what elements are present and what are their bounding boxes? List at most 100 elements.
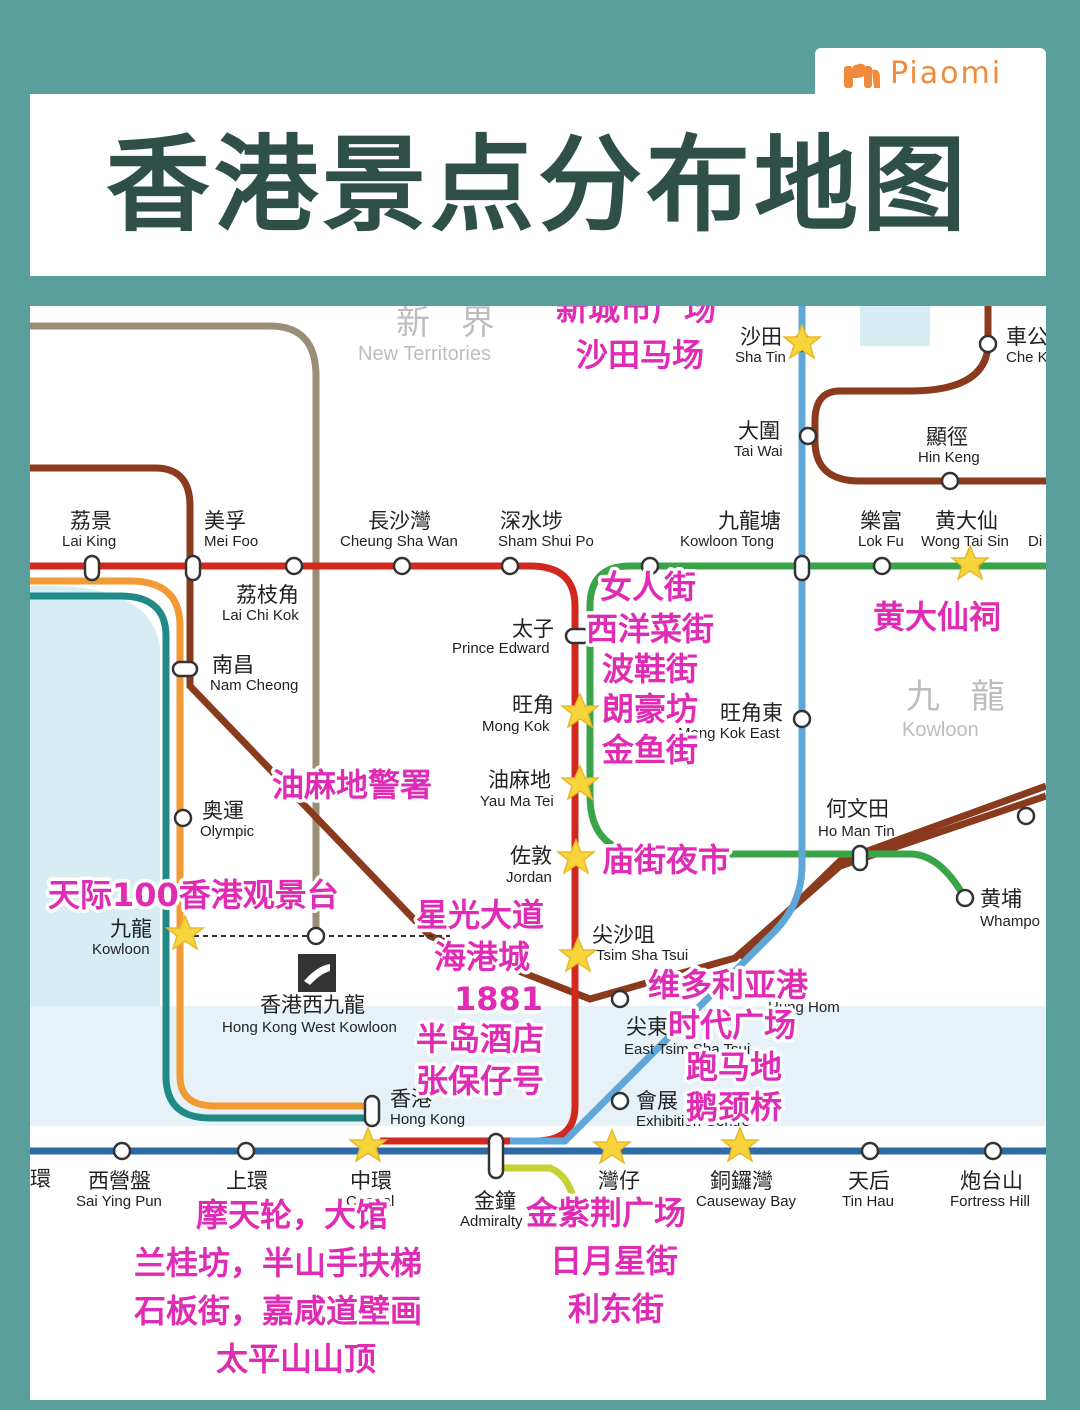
station-label-east-tst-en: East Tsim Sha Tsui [624,1041,750,1058]
attraction-wong-tai-sin-temple: 黄大仙祠 [873,598,1001,636]
station-label-lai-king-cn: 荔景 [70,509,112,533]
attraction-central-line2: 兰桂坊，半山手扶梯 [134,1244,422,1282]
star-icon-wong-tai-sin[interactable] [949,544,991,581]
station-label-admiralty-en: Admiralty [460,1213,523,1230]
line-south-island [500,1164,579,1207]
station-dot-mong-kok-east[interactable] [792,709,812,729]
station-label-tsim-sha-tsui-en: Tsim Sha Tsui [596,947,688,964]
station-label-sham-shui-po-en: Sham Shui Po [498,533,594,550]
station-label-prince-edward-cn: 太子 [512,617,554,641]
attraction-sai-yeung-choi: 西洋菜街 [586,610,714,648]
station-dot-fortress-hill[interactable] [983,1141,1003,1161]
station-label-mong-kok-east-en: Mong Kok East [678,725,781,742]
line-airport-express [30,592,372,1122]
station-dot-tai-wai[interactable] [798,426,818,446]
attraction-central-line3: 石板街，嘉咸道壁画 [133,1292,422,1330]
station-label-yau-ma-tei-en: Yau Ma Tei [480,793,554,810]
station-label-nam-cheong-en: Nam Cheong [210,677,298,694]
attraction-harbour-city: 海港城 [434,938,530,976]
station-label-lai-chi-kok-en: Lai Chi Kok [222,607,299,624]
star-icon-kowloon[interactable] [164,914,206,951]
station-label-hin-keng-cn: 顯徑 [926,425,968,449]
station-dot-sheung-wan[interactable] [236,1141,256,1161]
station-dot-lok-fu[interactable] [872,556,892,576]
station-dot-cheung-sha-wan[interactable] [392,556,412,576]
station-label-hin-keng-en: Hin Keng [918,449,980,466]
line-tuen-ma-upper [30,464,1046,1003]
interchange-admiralty[interactable] [487,1132,505,1180]
station-dot-che-kung[interactable] [978,334,998,354]
station-label-prince-edward-en: Prince Edward [452,640,550,657]
interchange-hong-kong[interactable] [363,1094,381,1128]
station-label-mong-kok-en: Mong Kok [482,718,550,735]
station-label-central-cn: 中環 [350,1169,392,1193]
station-label-sheung-wan-cn: 上環 [226,1169,268,1193]
interchange-lai-king[interactable] [83,554,101,582]
station-dot-tin-hau[interactable] [860,1141,880,1161]
station-dot-sai-ying-pun[interactable] [112,1141,132,1161]
station-dot-ho-man-tin[interactable] [1016,806,1036,826]
station-label-jordan-cn: 佐敦 [510,844,552,868]
station-dot-kowloon-tong[interactable] [640,556,660,576]
station-dot-sham-shui-po[interactable] [500,556,520,576]
station-label-yau-ma-tei-cn: 油麻地 [488,768,551,792]
station-dot-exhibition[interactable] [610,1091,630,1111]
region-kowloon-cn: 九 龍 [906,677,1015,717]
interchange-ho-man-tin[interactable] [851,844,869,872]
station-label-ho-man-tin-en: Ho Man Tin [818,823,895,840]
star-icon-wan-chai[interactable] [591,1128,633,1165]
attraction-goldfish-market: 金鱼街 [601,731,698,769]
station-dot-whampoa[interactable] [955,888,975,908]
interchange-prince-edward[interactable] [564,627,592,645]
line-grey [30,322,320,936]
attraction-happy-valley: 跑马地 [686,1048,782,1086]
attraction-sneakers-street: 波鞋街 [602,650,698,688]
attraction-golden-bauhinia: 金紫荆广场 [525,1194,686,1232]
station-dot-hin-keng[interactable] [940,471,960,491]
attraction-sky100: 天际100香港观景台 [48,876,339,914]
interchange-mei-foo[interactable] [184,554,202,582]
region-kowloon-en: Kowloon [902,719,979,741]
star-icon-central[interactable] [347,1126,389,1163]
star-icon-causeway-bay[interactable] [719,1126,761,1163]
station-label-nam-cheong-cn: 南昌 [212,653,254,677]
star-icon-sha-tin[interactable] [781,323,823,360]
station-dot-austin[interactable] [306,926,326,946]
station-dot-olympic[interactable] [173,808,193,828]
station-label-tai-wai-en: Tai Wai [734,443,783,460]
star-icon-mong-kok[interactable] [559,692,601,729]
station-label-fortress-hill-cn: 炮台山 [960,1169,1023,1193]
station-label-tin-hau-en: Tin Hau [842,1193,894,1210]
interchange-markers [83,554,869,1180]
attraction-sha-tin-racecourse: 沙田马场 [576,336,704,374]
station-label-wong-tai-sin-en: Wong Tai Sin [921,533,1009,550]
star-icon-jordan[interactable] [555,838,597,875]
star-icon-yau-ma-tei[interactable] [559,764,601,801]
station-dot-lai-chi-kok[interactable] [284,556,304,576]
interchange-kowloon-tong[interactable] [793,554,811,582]
attraction-cheung-po-tsai: 张保仔号 [416,1062,544,1100]
station-label-kowloon-tong-cn: 九龍塘 [718,509,781,533]
station-label-wan-chai-cn: 灣仔 [598,1169,640,1193]
station-label-causeway-bay-en: Causeway Bay [696,1193,797,1210]
station-label-sai-ying-pun-en: Sai Ying Pun [76,1193,162,1210]
attraction-avenue-of-stars: 星光大道 [416,896,544,934]
station-dot-east-tst[interactable] [610,989,630,1009]
station-label-sha-tin-cn: 沙田 [740,325,782,349]
interchange-nam-cheong[interactable] [171,660,199,678]
water-area-harbour [30,1006,1046,1126]
station-label-lai-king-en: Lai King [62,533,116,550]
station-label-central-en: Central [346,1193,394,1210]
station-label-ho-man-tin-cn: 何文田 [826,797,889,821]
station-label-tin-hau-cn: 天后 [848,1169,890,1193]
station-label-mei-foo-en: Mei Foo [204,533,258,550]
line-kwun-tong [586,562,1046,900]
station-label-sheung-wan-partial-cn: 環 [30,1167,51,1191]
page-title: 香港景点分布地图 [105,124,970,246]
star-icon-tsim-sha-tsui[interactable] [557,936,599,973]
station-label-che-kung-en: Che K [1006,349,1046,366]
attraction-stars [164,323,991,1165]
attraction-new-town-plaza: 新城市广场 [556,306,716,328]
brand-logo-icon [844,63,880,88]
station-label-lai-chi-kok-cn: 荔枝角 [236,583,299,607]
